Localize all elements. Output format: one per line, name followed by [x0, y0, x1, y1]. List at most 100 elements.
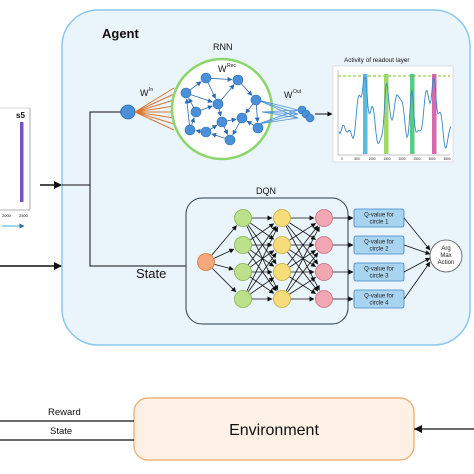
readout-marker	[410, 74, 415, 154]
readout-x-tick: 2500	[413, 157, 420, 161]
dqn-title: DQN	[256, 186, 276, 196]
rnn-edge	[217, 108, 223, 117]
dqn-edge	[247, 252, 277, 292]
rnn-nodes	[180, 72, 264, 146]
w-out-edge	[261, 111, 299, 115]
w-in-edge	[134, 111, 175, 131]
rnn-edge	[211, 132, 226, 139]
dqn-edge	[289, 249, 317, 267]
readout-x-tick: 1000	[368, 157, 375, 161]
w-out-edge	[257, 99, 299, 115]
w-rec-label: W Rec	[218, 63, 236, 74]
readout-x-tick: 2000	[398, 157, 405, 161]
dqn-edge	[285, 226, 320, 292]
rnn-edge	[210, 124, 218, 130]
dqn-hidden2-node	[273, 263, 291, 281]
readout-neurons	[297, 105, 315, 123]
readout-curve	[338, 77, 452, 149]
rnn-edge	[210, 76, 233, 82]
w-out-edge	[261, 109, 299, 113]
dqn-edge	[289, 223, 317, 241]
readout-x-tick: 3000	[428, 157, 435, 161]
rnn-edge	[200, 105, 213, 111]
rnn-neuron	[232, 74, 244, 86]
left-plot-tick-1: 2500	[19, 213, 29, 218]
rnn-edge	[245, 103, 254, 114]
w-out-edge	[257, 109, 299, 125]
w-in-edge	[134, 105, 175, 113]
left-plot-label: s5	[16, 111, 25, 120]
svg-text:W: W	[284, 90, 293, 100]
dqn-edge	[289, 222, 317, 240]
rnn-neuron	[252, 122, 264, 134]
env-state-label: State	[50, 426, 72, 437]
readout-x-tick: 1500	[383, 157, 390, 161]
w-in-edge	[134, 111, 175, 125]
q-value-label-line1: Q-value for	[364, 213, 394, 219]
rnn-neuron	[180, 87, 192, 99]
dqn-edge	[287, 252, 319, 293]
rnn-edge	[220, 84, 235, 101]
dqn-edge	[250, 223, 275, 241]
w-out-edge	[257, 117, 299, 125]
left-plot-tick-0: 2000	[2, 213, 12, 218]
w-out-edge	[261, 111, 299, 119]
dqn-panel	[185, 197, 349, 325]
rnn-edge	[232, 122, 240, 136]
dqn-edge	[289, 277, 317, 295]
dqn-hidden2-node	[273, 290, 291, 308]
w-out-edge	[257, 113, 299, 125]
dqn-hidden2-node	[273, 209, 291, 227]
rnn-edge	[254, 104, 260, 123]
dqn-nodes	[197, 209, 333, 308]
w-in-fan	[134, 87, 175, 131]
rnn-recurrent-edges	[184, 76, 260, 139]
dqn-edge	[287, 225, 319, 266]
dqn-edge	[214, 263, 234, 271]
dqn-edge	[211, 225, 237, 256]
rnn-neuron	[200, 72, 212, 84]
rnn-neuron	[224, 134, 236, 146]
argmax-node	[429, 239, 463, 273]
environment-label: Environment	[229, 422, 319, 439]
rnn-edge	[190, 117, 196, 126]
rnn-edge	[190, 94, 213, 103]
rnn-edge	[226, 117, 237, 123]
q-to-argmax-arrow	[403, 261, 431, 300]
q-value-label-line1: Q-value for	[364, 267, 394, 273]
reward-label: Reward	[48, 407, 81, 418]
rnn-edge	[195, 128, 202, 134]
rnn-neuron	[200, 126, 212, 138]
rnn-neuron	[184, 124, 196, 136]
dqn-edge	[212, 268, 237, 293]
w-out-fan	[257, 99, 299, 125]
svg-text:In: In	[149, 87, 153, 93]
readout-marker	[432, 74, 437, 154]
rnn-neuron	[250, 94, 262, 106]
dqn-edge	[247, 225, 277, 265]
argmax-line-2: Max	[440, 253, 451, 259]
dqn-hidden1-node	[234, 263, 252, 281]
dqn-hidden1-node	[234, 209, 252, 227]
dqn-input-node	[197, 253, 215, 271]
rnn-edge	[207, 82, 216, 100]
rnn-neuron	[236, 112, 248, 124]
argmax-line-1: Arg	[441, 246, 450, 252]
readout-x-tick: 0	[341, 157, 343, 161]
svg-text:Rec: Rec	[227, 63, 236, 69]
dqn-edge	[250, 277, 275, 295]
argmax-line-3: Action	[438, 260, 455, 266]
q-to-argmax-arrow	[403, 217, 431, 251]
readout-marker	[363, 74, 368, 154]
left-plot-bar	[20, 122, 24, 202]
rnn-edge	[241, 83, 253, 96]
w-out-edge	[257, 99, 299, 119]
w-in-edge	[134, 99, 175, 113]
q-value-label-line2: circle 3	[369, 274, 389, 280]
rnn-edge	[246, 120, 254, 126]
rnn-title: RNN	[213, 42, 233, 52]
dqn-output-node	[315, 290, 333, 308]
rnn-edge	[189, 81, 202, 91]
